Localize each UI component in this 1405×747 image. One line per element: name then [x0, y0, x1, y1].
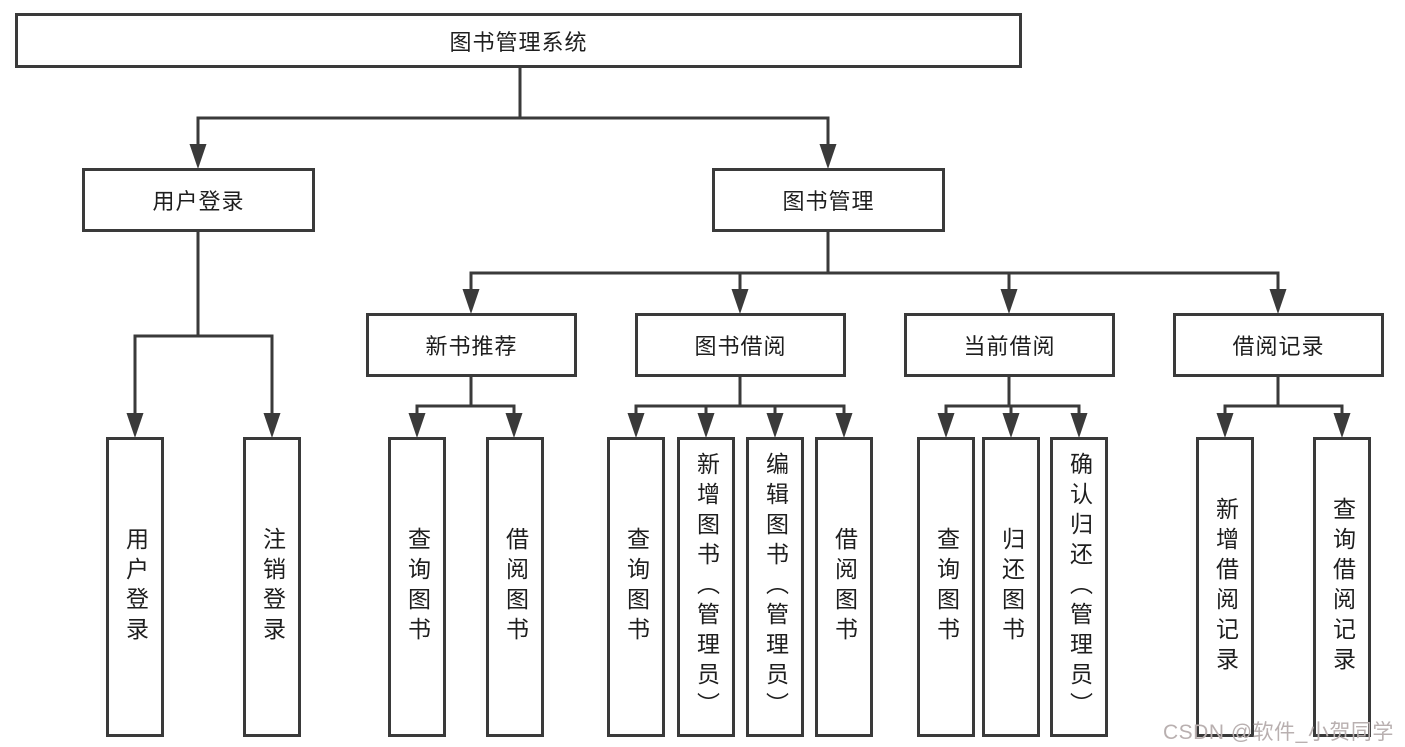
node-borrow-records-label: 借阅记录: [1232, 334, 1325, 359]
node-current-borrowing-label: 当前借阅: [963, 334, 1056, 359]
leaf-user-login-label: 用户登录: [122, 527, 149, 647]
leaf-query-borrow-record: 查询借阅记录: [1313, 437, 1371, 737]
node-user-login: 用户登录: [82, 168, 315, 232]
leaf-add-borrow-record: 新增借阅记录: [1196, 437, 1254, 737]
leaf-add-book-admin-label: 新增图书（管理员）: [693, 452, 720, 722]
leaf-edit-book-admin-label: 编辑图书（管理员）: [762, 452, 789, 722]
node-new-book-recommend: 新书推荐: [366, 313, 577, 377]
node-book-management: 图书管理: [712, 168, 945, 232]
leaf-logout-label: 注销登录: [259, 527, 286, 647]
csdn-watermark: CSDN @软件_小贺同学: [1163, 721, 1394, 744]
leaf-confirm-return-admin: 确认归还（管理员）: [1050, 437, 1108, 737]
node-user-login-label: 用户登录: [152, 189, 245, 214]
leaf-add-book-admin: 新增图书（管理员）: [677, 437, 735, 737]
node-root-label: 图书管理系统: [449, 29, 588, 55]
node-new-book-recommend-label: 新书推荐: [425, 334, 518, 359]
leaf-borrow-books-1: 借阅图书: [486, 437, 544, 737]
node-current-borrowing: 当前借阅: [904, 313, 1115, 377]
leaf-query-books-3: 查询图书: [917, 437, 975, 737]
leaf-query-books-1: 查询图书: [388, 437, 446, 737]
node-book-management-label: 图书管理: [782, 189, 875, 214]
node-borrow-records: 借阅记录: [1173, 313, 1384, 377]
node-book-borrowing-label: 图书借阅: [694, 334, 787, 359]
leaf-borrow-books-2-label: 借阅图书: [831, 527, 858, 647]
leaf-return-book: 归还图书: [982, 437, 1040, 737]
node-root: 图书管理系统: [15, 13, 1022, 68]
leaf-query-books-3-label: 查询图书: [933, 527, 960, 647]
leaf-borrow-books-1-label: 借阅图书: [502, 527, 529, 647]
leaf-confirm-return-admin-label: 确认归还（管理员）: [1066, 452, 1093, 722]
leaf-user-login: 用户登录: [106, 437, 164, 737]
leaf-logout: 注销登录: [243, 437, 301, 737]
node-book-borrowing: 图书借阅: [635, 313, 846, 377]
leaf-return-book-label: 归还图书: [998, 527, 1025, 647]
leaf-borrow-books-2: 借阅图书: [815, 437, 873, 737]
leaf-query-borrow-record-label: 查询借阅记录: [1329, 497, 1356, 677]
leaf-query-books-1-label: 查询图书: [404, 527, 431, 647]
leaf-edit-book-admin: 编辑图书（管理员）: [746, 437, 804, 737]
leaf-add-borrow-record-label: 新增借阅记录: [1212, 497, 1239, 677]
leaf-query-books-2-label: 查询图书: [623, 527, 650, 647]
leaf-query-books-2: 查询图书: [607, 437, 665, 737]
